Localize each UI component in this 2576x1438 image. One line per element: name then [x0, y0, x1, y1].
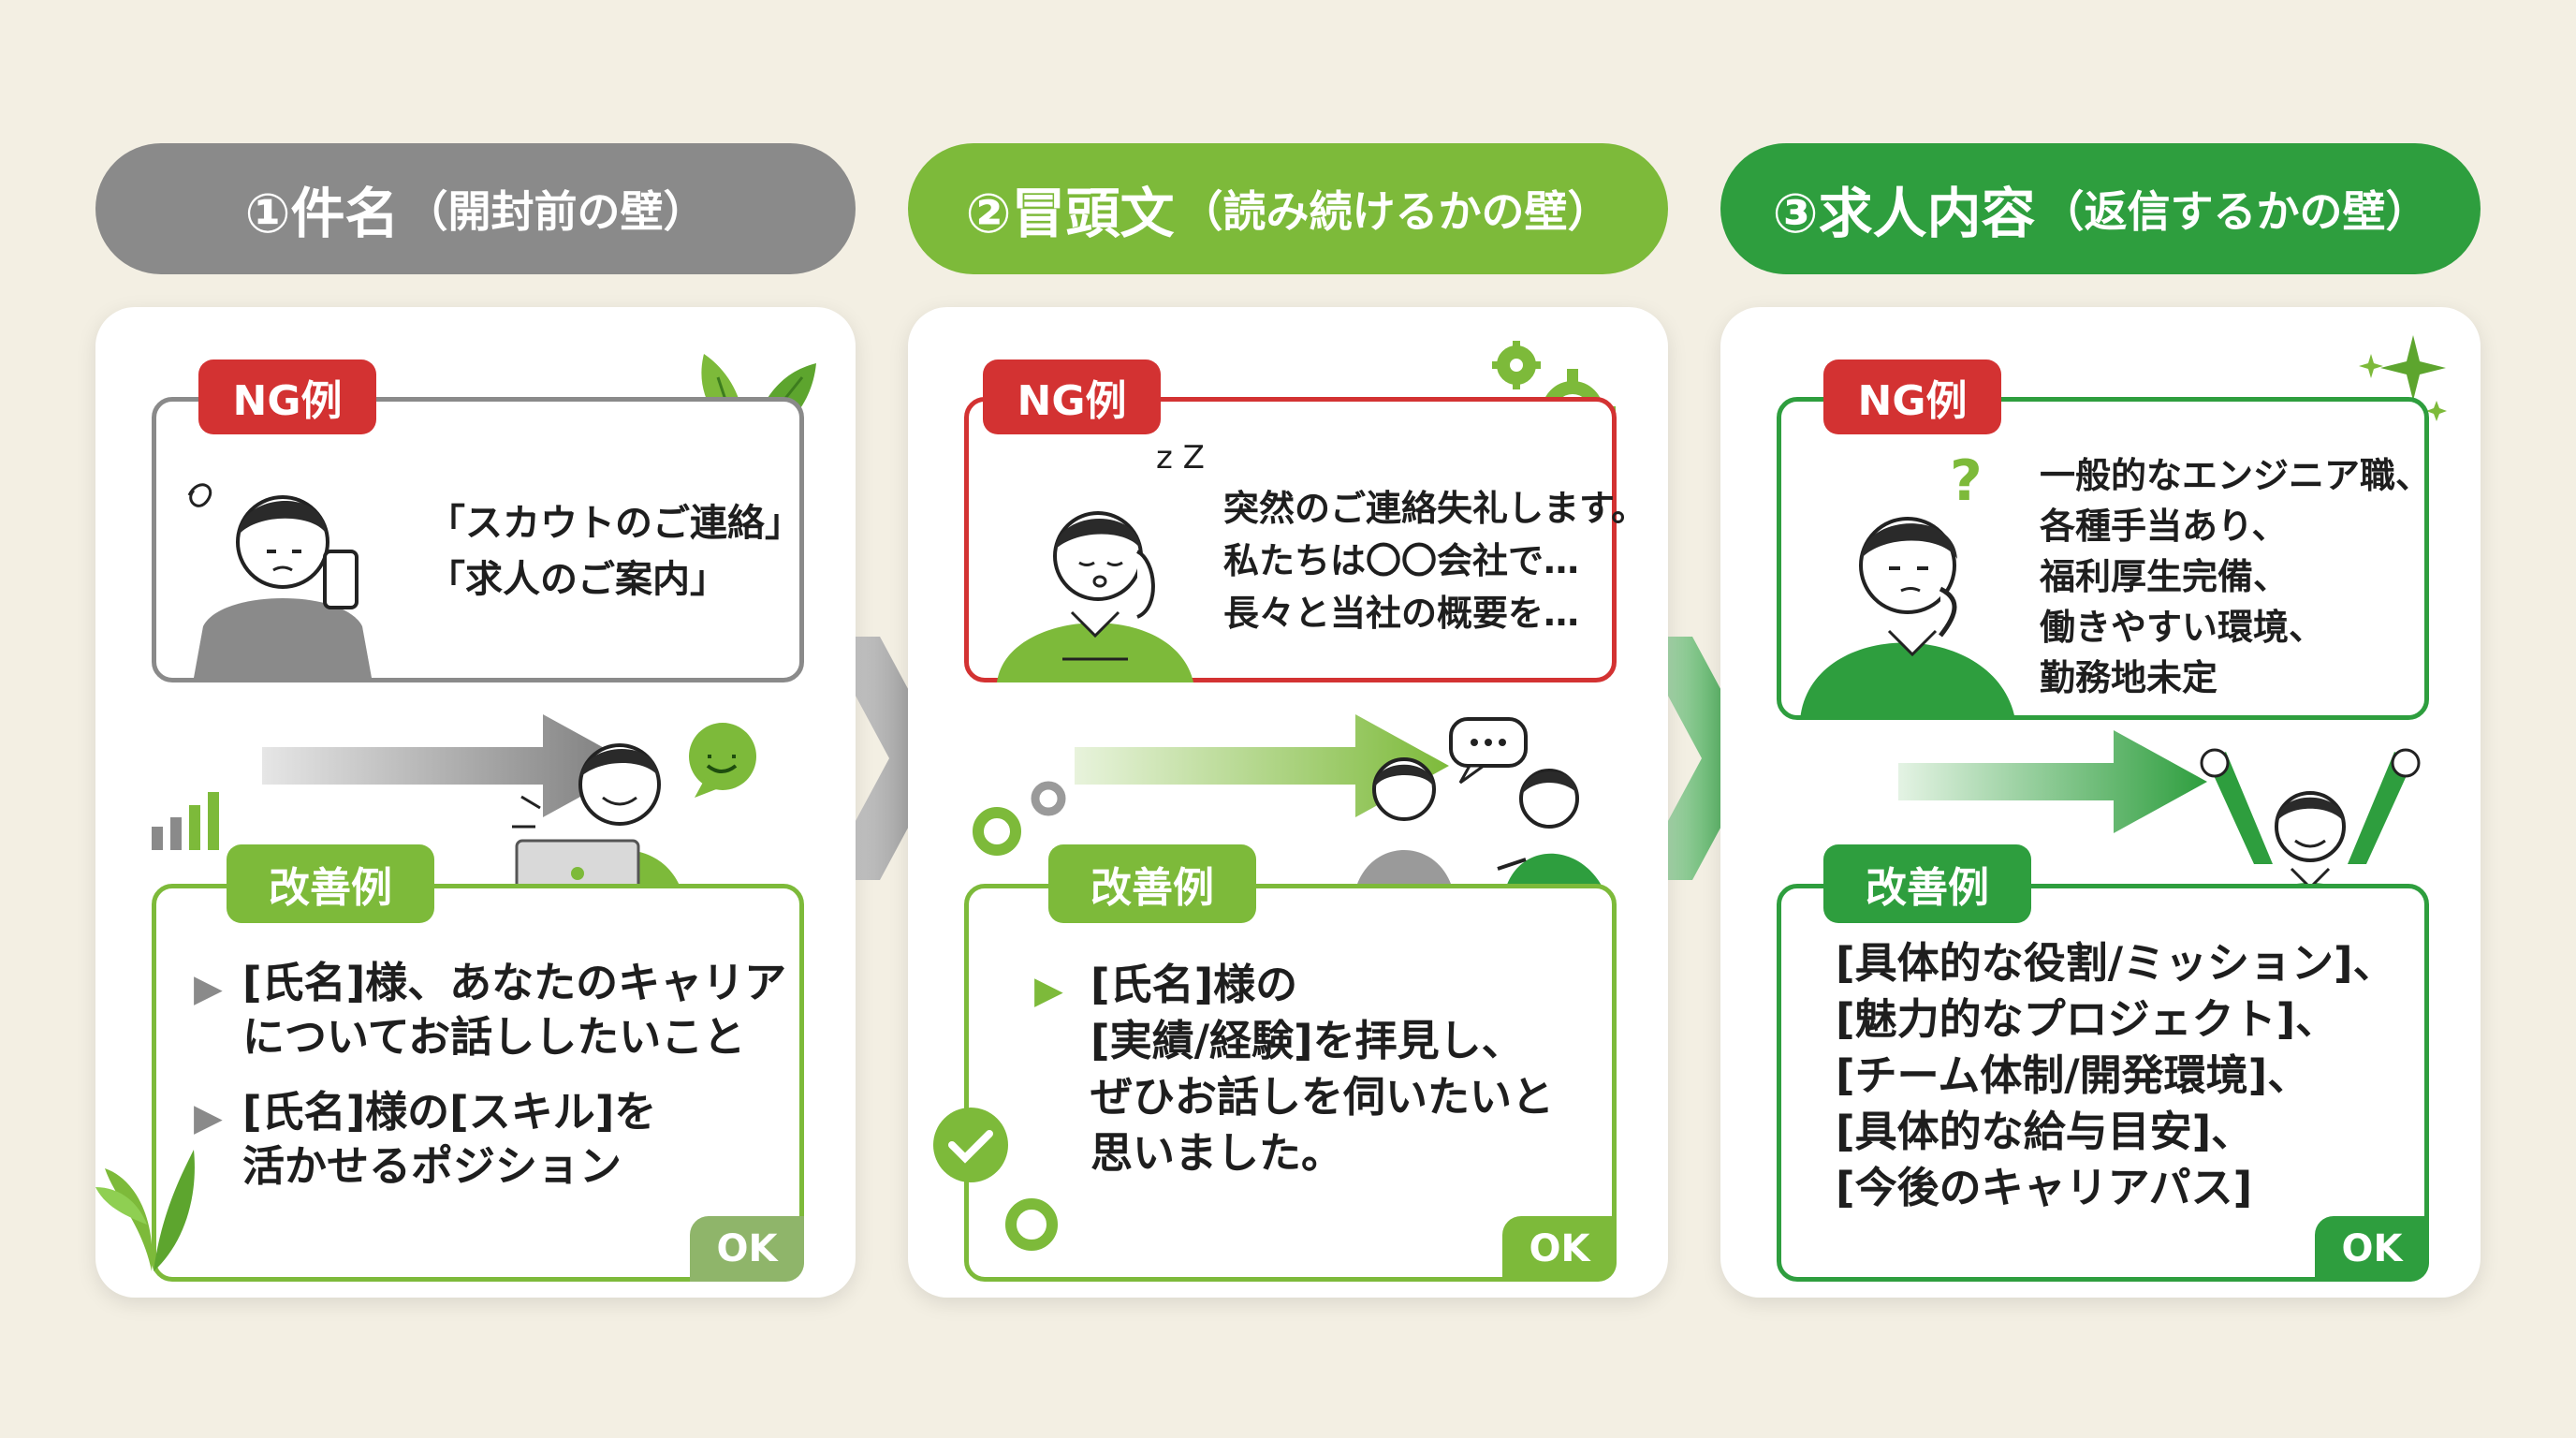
ok-badge: OK — [690, 1216, 804, 1282]
header-step-3: ③求人内容（返信するかの壁） — [1720, 143, 2481, 274]
ok-label: 改善例 — [1048, 844, 1256, 923]
ng-line: 働きやすい環境、 — [2040, 607, 2325, 648]
ok-line: [今後のキャリアパス] — [1836, 1163, 2253, 1212]
gear-icon — [973, 781, 1066, 856]
ng-label: NG例 — [1823, 360, 2001, 434]
ng-box: z Z 突然のご連絡失礼します。 私たちは〇〇会社で… 長々と当社の概要を… — [964, 397, 1647, 682]
ok-line: [氏名]様の[スキル]を — [242, 1087, 657, 1137]
arrow-icon — [1075, 714, 1449, 817]
check-circle-icon — [933, 1108, 1058, 1251]
confused-person-icon — [187, 483, 372, 678]
bullet-icon: ▶ — [1034, 969, 1063, 1012]
ng-box: ? 一般的なエンジニア職、 各種手当あり、 福利厚生完備、 働きやすい環境、 勤… — [1777, 397, 2432, 720]
ok-line: 思いました。 — [1090, 1128, 1344, 1178]
ng-line: 一般的なエンジニア職、 — [2040, 455, 2432, 496]
ng-line: 突然のご連絡失礼します。 — [1223, 488, 1647, 529]
header-step-2-subtitle: （読み続けるかの壁） — [1179, 186, 1611, 237]
ok-line: [氏名]様、あなたのキャリア — [242, 958, 787, 1007]
ok-line: 活かせるポジション — [242, 1141, 622, 1191]
column-subject: 「スカウトのご連絡」 「求人のご案内」 NG例 ▶ [氏名]様、あなたのキャリア… — [95, 307, 856, 1298]
header-step-1-title: ①件名 — [244, 182, 400, 245]
thinking-person-icon: ? — [1800, 448, 2015, 720]
ng-line: 「求人のご案内」 — [428, 558, 727, 601]
ok-badge: OK — [2315, 1216, 2429, 1282]
ok-line: [実績/経験]を拝見し、 — [1090, 1016, 1524, 1065]
ng-line: 勤務地未定 — [2040, 657, 2218, 698]
ok-box: [具体的な役割/ミッション]、 [魅力的なプロジェクト]、 [チーム体制/開発環… — [1777, 884, 2429, 1282]
ok-line: [魅力的なプロジェクト]、 — [1836, 994, 2338, 1044]
header-step-3-subtitle: （返信するかの壁） — [2041, 186, 2429, 237]
header-step-1: ①件名（開封前の壁） — [95, 143, 856, 274]
column-opening: z Z 突然のご連絡失礼します。 私たちは〇〇会社で… 長々と当社の概要を… N… — [908, 307, 1668, 1298]
ok-badge: OK — [1502, 1216, 1617, 1282]
column-job-content: ? 一般的なエンジニア職、 各種手当あり、 福利厚生完備、 働きやすい環境、 勤… — [1720, 307, 2481, 1298]
ng-box: 「スカウトのご連絡」 「求人のご案内」 — [152, 397, 804, 682]
ok-label: 改善例 — [1823, 844, 2031, 923]
ng-line: 「スカウトのご連絡」 — [428, 502, 802, 545]
ok-line: についてお話ししたいこと — [242, 1012, 746, 1062]
arrow-icon — [262, 714, 637, 817]
ng-label: NG例 — [198, 360, 376, 434]
ok-line: [チーム体制/開発環境]、 — [1836, 1050, 2310, 1100]
ok-label: 改善例 — [227, 844, 434, 923]
bullet-icon: ▶ — [194, 1096, 223, 1139]
header-step-1-subtitle: （開封前の壁） — [404, 186, 707, 237]
sleeping-person-icon — [997, 511, 1193, 682]
ng-line: 私たちは〇〇会社で… — [1223, 540, 1580, 581]
sleep-icon: z Z — [1156, 439, 1205, 477]
question-mark-icon: ? — [1950, 448, 1983, 514]
sparkle-icon — [2359, 335, 2447, 421]
signal-bars-icon — [152, 792, 219, 850]
ng-line: 長々と当社の概要を… — [1223, 593, 1580, 634]
ok-box: ▶ [氏名]様、あなたのキャリア についてお話ししたいこと ▶ [氏名]様の[ス… — [152, 884, 804, 1282]
header-step-3-title: ③求人内容 — [1772, 182, 2036, 245]
ok-line: [氏名]様の — [1090, 960, 1298, 1009]
ok-box: ▶ [氏名]様の [実績/経験]を拝見し、 ぜひお話しを伺いたいと 思いました。… — [964, 884, 1617, 1282]
conversation-icon — [1353, 717, 1610, 906]
ng-label: NG例 — [983, 360, 1161, 434]
header-step-2: ②冒頭文（読み続けるかの壁） — [908, 143, 1668, 274]
header-step-2-title: ②冒頭文 — [965, 182, 1175, 245]
ok-line: [具体的な役割/ミッション]、 — [1836, 938, 2395, 988]
ok-line: [具体的な給与目安]、 — [1836, 1107, 2254, 1156]
ng-line: 各種手当あり、 — [2040, 506, 2288, 547]
happy-person-laptop-icon — [512, 723, 756, 908]
leaf-icon — [95, 1150, 195, 1271]
ok-line: ぜひお話しを伺いたいと — [1090, 1072, 1555, 1122]
arrow-icon — [1898, 730, 2207, 833]
bullet-icon: ▶ — [194, 967, 223, 1010]
ng-line: 福利厚生完備、 — [2040, 556, 2290, 597]
